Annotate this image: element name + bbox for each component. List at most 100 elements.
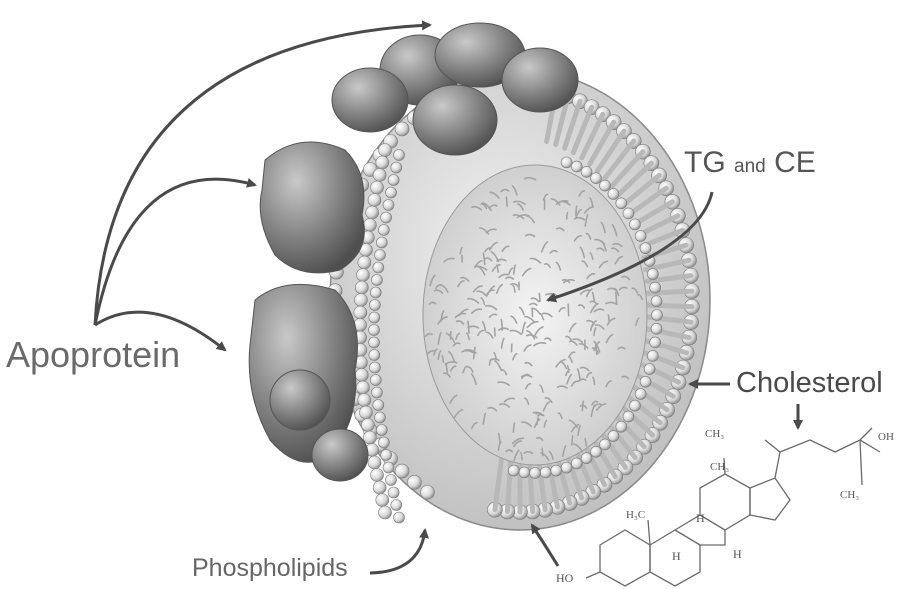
phospholipid-inner-head	[599, 180, 610, 191]
core-lipid-stroke	[542, 448, 543, 455]
phospholipid-inner-head	[540, 467, 551, 478]
label-ce: CE	[774, 146, 816, 179]
chem-ch3-top: CH₃	[705, 428, 724, 440]
label-apoprotein: Apoprotein	[6, 334, 180, 376]
phospholipid-head	[368, 194, 381, 207]
phospholipid-inner-head	[629, 219, 640, 230]
apoprotein-blob	[312, 429, 368, 481]
apoprotein-blob	[413, 85, 497, 155]
phospholipid-head	[378, 225, 389, 236]
phospholipid-head	[394, 150, 405, 161]
phospholipid-inner-head	[651, 323, 662, 334]
core-lipid-stroke	[506, 197, 507, 206]
phospholipid-inner-head	[616, 421, 627, 432]
phospholipid-head	[388, 175, 399, 186]
phospholipid-head	[356, 269, 369, 282]
phospholipid-inner-head	[640, 376, 651, 387]
phospholipid-inner-head	[571, 161, 582, 172]
phospholipid-head	[368, 456, 381, 469]
chem-h-1: H	[696, 511, 705, 525]
phospholipid-inner-head	[652, 310, 663, 321]
phospholipid-inner-head	[581, 453, 592, 464]
lipoprotein-particle	[249, 23, 710, 530]
phospholipid-head	[391, 500, 402, 511]
phospholipid-head	[394, 512, 405, 523]
phospholipid-head	[383, 200, 394, 211]
phospholipid-inner-head	[608, 431, 619, 442]
phospholipid-head	[369, 350, 380, 361]
phospholipid-inner-head	[651, 296, 662, 307]
phospholipid-inner-head	[644, 364, 655, 375]
lipid-core	[423, 165, 647, 465]
core-lipid-stroke	[539, 294, 540, 302]
phospholipid-inner-head	[647, 269, 658, 280]
phospholipid-head	[363, 219, 376, 232]
phospholipid-inner-head	[650, 282, 661, 293]
phospholipid-inner-head	[591, 173, 602, 184]
apoprotein-blob	[270, 370, 330, 430]
phospholipid-head	[363, 431, 376, 444]
phospholipid-head	[373, 400, 384, 411]
phospholipid-head	[395, 122, 409, 136]
phospholipid-head	[378, 437, 389, 448]
phospholipid-inner-head	[551, 465, 562, 476]
phospholipid-head	[355, 281, 368, 294]
chem-h-3: H	[733, 547, 742, 561]
phospholipid-head	[371, 275, 382, 286]
phospholipid-head	[369, 300, 380, 311]
phospholipid-head	[386, 475, 397, 486]
phospholipid-head	[358, 394, 371, 407]
phospholipid-inner-head	[508, 465, 519, 476]
phospholipid-head	[373, 481, 386, 494]
arrow-apoprotein-middle	[95, 179, 255, 325]
phospholipid-inner-head	[635, 231, 646, 242]
phospholipid-head	[374, 412, 385, 423]
phospholipid-head	[354, 306, 367, 319]
phospholipid-head	[383, 462, 394, 473]
arrow-cholesterol-structure	[532, 525, 558, 566]
phospholipid-head	[354, 294, 367, 307]
phospholipid-head	[381, 450, 392, 461]
core-lipid-stroke	[608, 315, 609, 321]
phospholipid-inner-head	[561, 157, 572, 168]
phospholipid-head	[376, 494, 389, 507]
chem-ch3-right: CH₃	[840, 489, 859, 501]
phospholipid-head	[373, 262, 384, 273]
label-and: and	[734, 156, 766, 177]
apoprotein-blob	[332, 68, 408, 132]
phospholipid-head	[373, 169, 386, 182]
core-lipid-stroke	[567, 213, 568, 219]
phospholipid-head	[376, 425, 387, 436]
phospholipid-inner-head	[623, 208, 634, 219]
phospholipid-head	[371, 469, 384, 482]
arrow-phospholipids	[370, 530, 425, 573]
phospholipid-inner-head	[530, 468, 541, 479]
phospholipid-head	[369, 337, 380, 348]
core-lipid-stroke	[576, 206, 577, 215]
chem-ch3-mid: CH₃	[710, 461, 729, 473]
phospholipid-head	[369, 362, 380, 373]
phospholipid-inner-head	[581, 166, 592, 177]
label-phospholipids: Phospholipids	[192, 554, 348, 583]
phospholipid-head	[356, 381, 369, 394]
label-tg: TG	[684, 146, 726, 179]
phospholipid-head	[371, 181, 384, 194]
phospholipid-head	[359, 406, 372, 419]
core-lipid-stroke	[572, 436, 573, 445]
phospholipid-inner-head	[571, 458, 582, 469]
label-tg-and-ce: TG and CE	[684, 146, 816, 180]
phospholipid-head	[381, 212, 392, 223]
phospholipid-inner-head	[623, 411, 634, 422]
phospholipid-head	[407, 475, 421, 489]
phospholipid-inner-head	[650, 337, 661, 348]
core-lipid-stroke	[568, 304, 569, 315]
phospholipid-head	[369, 325, 380, 336]
phospholipid-head	[388, 487, 399, 498]
phospholipid-inner-head	[519, 467, 530, 478]
apoprotein-blob	[260, 142, 364, 273]
phospholipid-inner-head	[591, 446, 602, 457]
phospholipid-inner-head	[640, 243, 651, 254]
phospholipid-head	[374, 250, 385, 261]
